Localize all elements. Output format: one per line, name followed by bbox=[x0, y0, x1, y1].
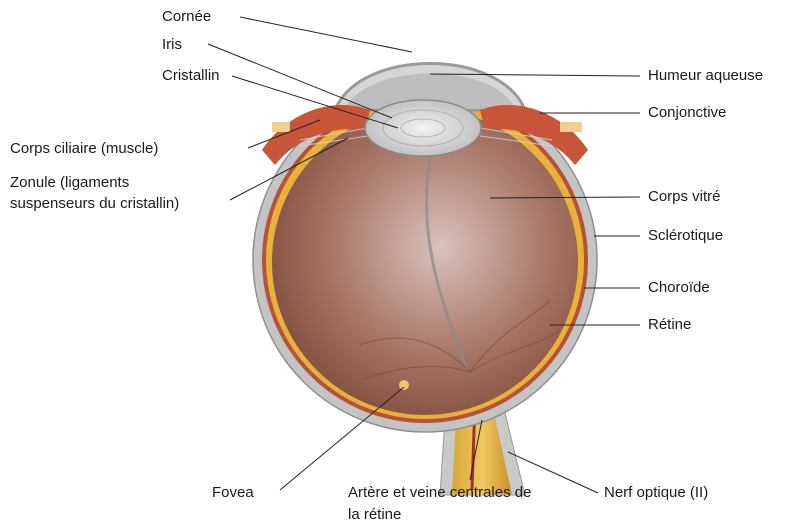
label-iris: Iris bbox=[162, 36, 182, 54]
leader-cornee bbox=[240, 17, 412, 52]
label-humeur-aqueuse: Humeur aqueuse bbox=[648, 67, 763, 85]
label-zonule-1: Zonule (ligaments bbox=[10, 174, 129, 192]
conjunctiva-right bbox=[560, 122, 582, 132]
label-nerf-optique: Nerf optique (II) bbox=[604, 484, 708, 502]
label-choroide: Choroïde bbox=[648, 279, 710, 297]
label-cornee: Cornée bbox=[162, 8, 211, 26]
label-zonule-2: suspenseurs du cristallin) bbox=[10, 195, 179, 213]
label-retine: Rétine bbox=[648, 316, 691, 334]
label-corps-ciliaire: Corps ciliaire (muscle) bbox=[10, 140, 158, 158]
label-conjonctive: Conjonctive bbox=[648, 104, 726, 122]
label-fovea: Fovea bbox=[212, 484, 254, 502]
label-cristallin: Cristallin bbox=[162, 67, 220, 85]
label-artere-2: la rétine bbox=[348, 506, 401, 524]
fovea bbox=[399, 380, 409, 390]
label-sclerotique: Sclérotique bbox=[648, 227, 723, 245]
label-artere-1: Artère et veine centrales de bbox=[348, 484, 531, 502]
conjunctiva-left bbox=[272, 122, 290, 132]
label-corps-vitre: Corps vitré bbox=[648, 188, 721, 206]
lens bbox=[365, 100, 481, 156]
